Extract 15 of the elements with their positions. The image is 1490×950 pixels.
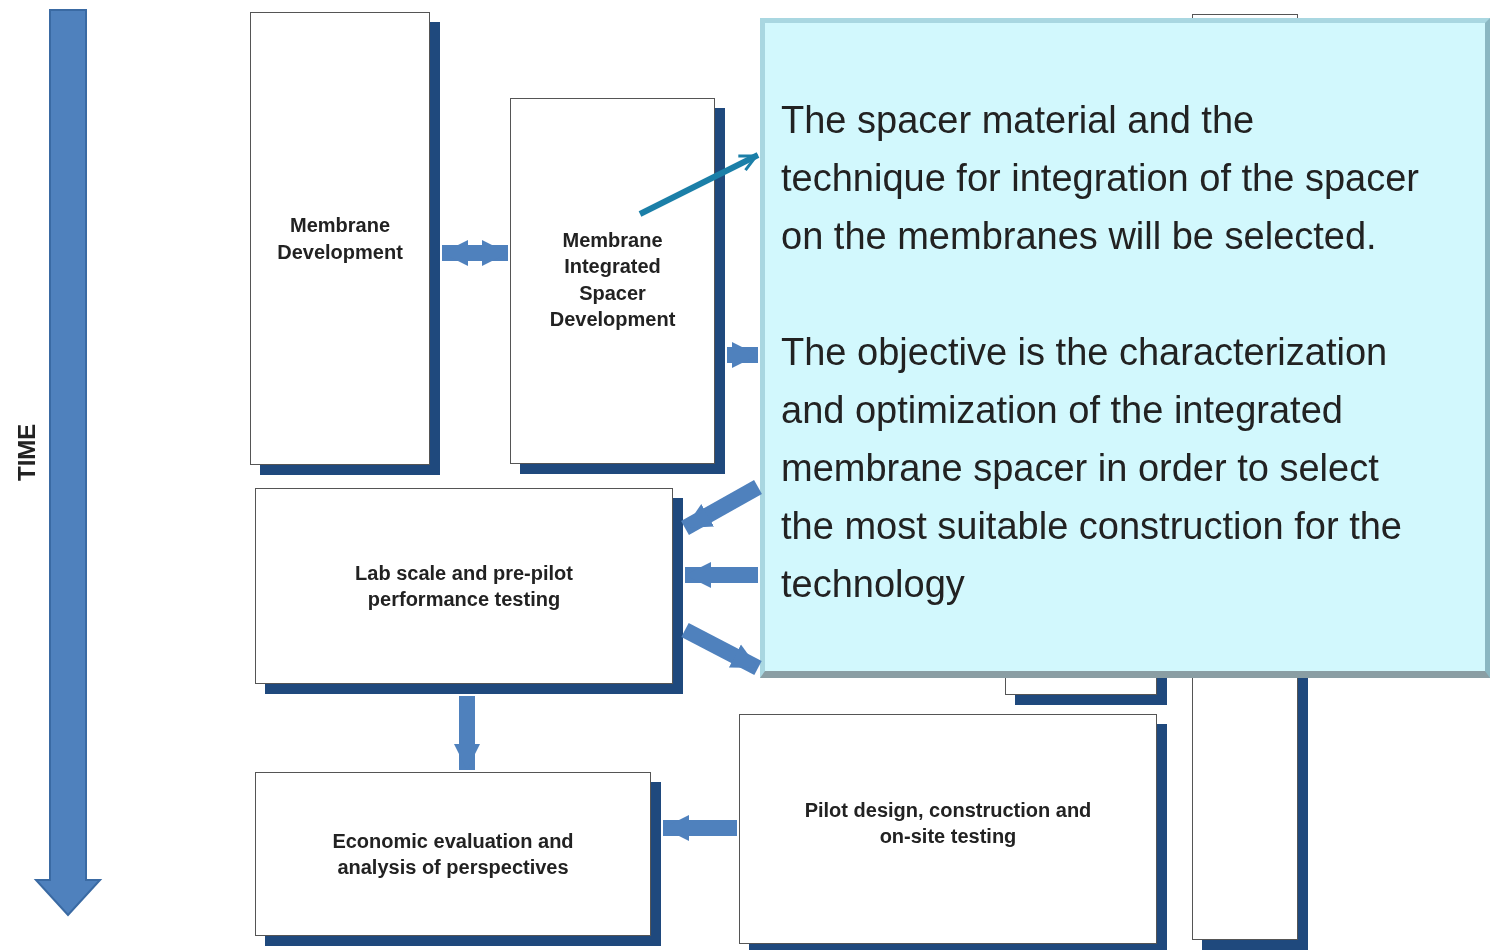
box-label: Economic evaluation and analysis of perspectives — [331, 828, 575, 880]
callout-text: The spacer material and the technique for integration of the spacer on the membranes will be selected. — [781, 98, 1420, 259]
double-arrow — [442, 240, 508, 266]
block-arrow — [681, 622, 762, 676]
block-arrow — [663, 815, 737, 841]
box-label: Membrane Integrated Spacer Development — [548, 228, 677, 333]
block-arrow — [727, 342, 758, 368]
box-label: Membrane Development — [276, 213, 404, 265]
block-arrow — [685, 562, 758, 588]
callout-tooltip — [760, 18, 1490, 678]
box-label: Pilot design, construction and on-site testing — [803, 798, 1093, 850]
block-arrow — [454, 696, 480, 770]
callout-text: The objective is the characterization and optimization of the integrated membrane spacer in order to select the most suitable construction for the technology — [781, 330, 1403, 607]
box-label: Lab scale and pre-pilot performance testing — [354, 560, 574, 612]
arrow — [638, 152, 760, 217]
